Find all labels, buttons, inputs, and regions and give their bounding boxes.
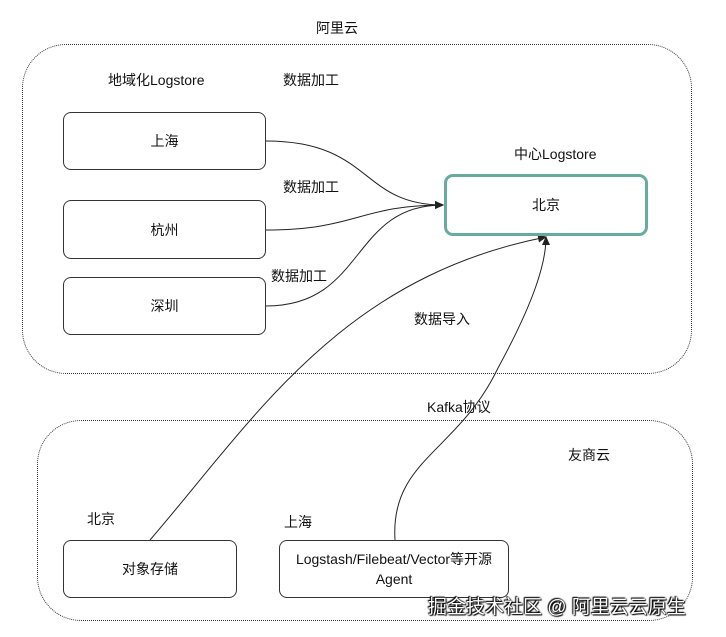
data-import-label: 数据导入 [414,311,470,327]
aliyun-region-label: 阿里云 [316,20,358,36]
regional-logstore-label: 地域化Logstore [108,72,205,88]
central-logstore-label: 中心Logstore [514,146,597,162]
processing-label-low: 数据加工 [271,268,327,284]
node-agents-line1: Logstash/Filebeat/Vector等开源 [295,551,493,567]
node-object-storage: 对象存储 [63,540,237,598]
processing-label-mid: 数据加工 [283,179,339,195]
node-agents-line2: Agent [375,571,413,587]
node-beijing-center: 北京 [444,174,648,236]
watermark: 掘金技术社区 @ 阿里云云原生 [428,597,686,618]
node-open-source-agents: Logstash/Filebeat/Vector等开源 Agent [279,540,509,598]
processing-label-top: 数据加工 [283,72,339,88]
beijing-region-label: 北京 [87,511,115,527]
node-shenzhen: 深圳 [63,277,266,335]
node-hangzhou: 杭州 [63,200,266,259]
other-cloud-region-label: 友商云 [568,447,610,463]
kafka-protocol-label: Kafka协议 [427,399,491,415]
shanghai-region-label: 上海 [284,514,312,530]
node-shanghai: 上海 [63,112,266,170]
